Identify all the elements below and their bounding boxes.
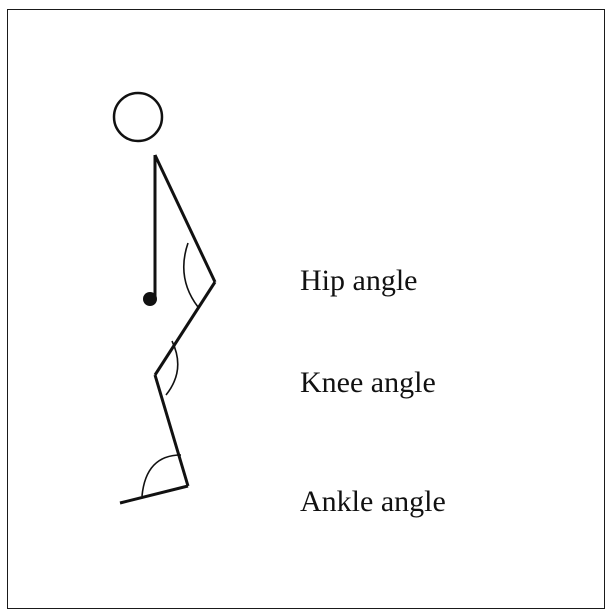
hand-dot [143, 292, 157, 306]
hip-angle-arc [184, 243, 198, 307]
torso-line [155, 155, 215, 282]
shank-line [155, 375, 188, 486]
foot-line [120, 486, 188, 503]
ankle-angle-label: Ankle angle [300, 487, 446, 517]
head-circle [114, 93, 162, 141]
hip-angle-label: Hip angle [300, 266, 417, 296]
thigh-line [155, 282, 215, 375]
knee-angle-label: Knee angle [300, 368, 436, 398]
